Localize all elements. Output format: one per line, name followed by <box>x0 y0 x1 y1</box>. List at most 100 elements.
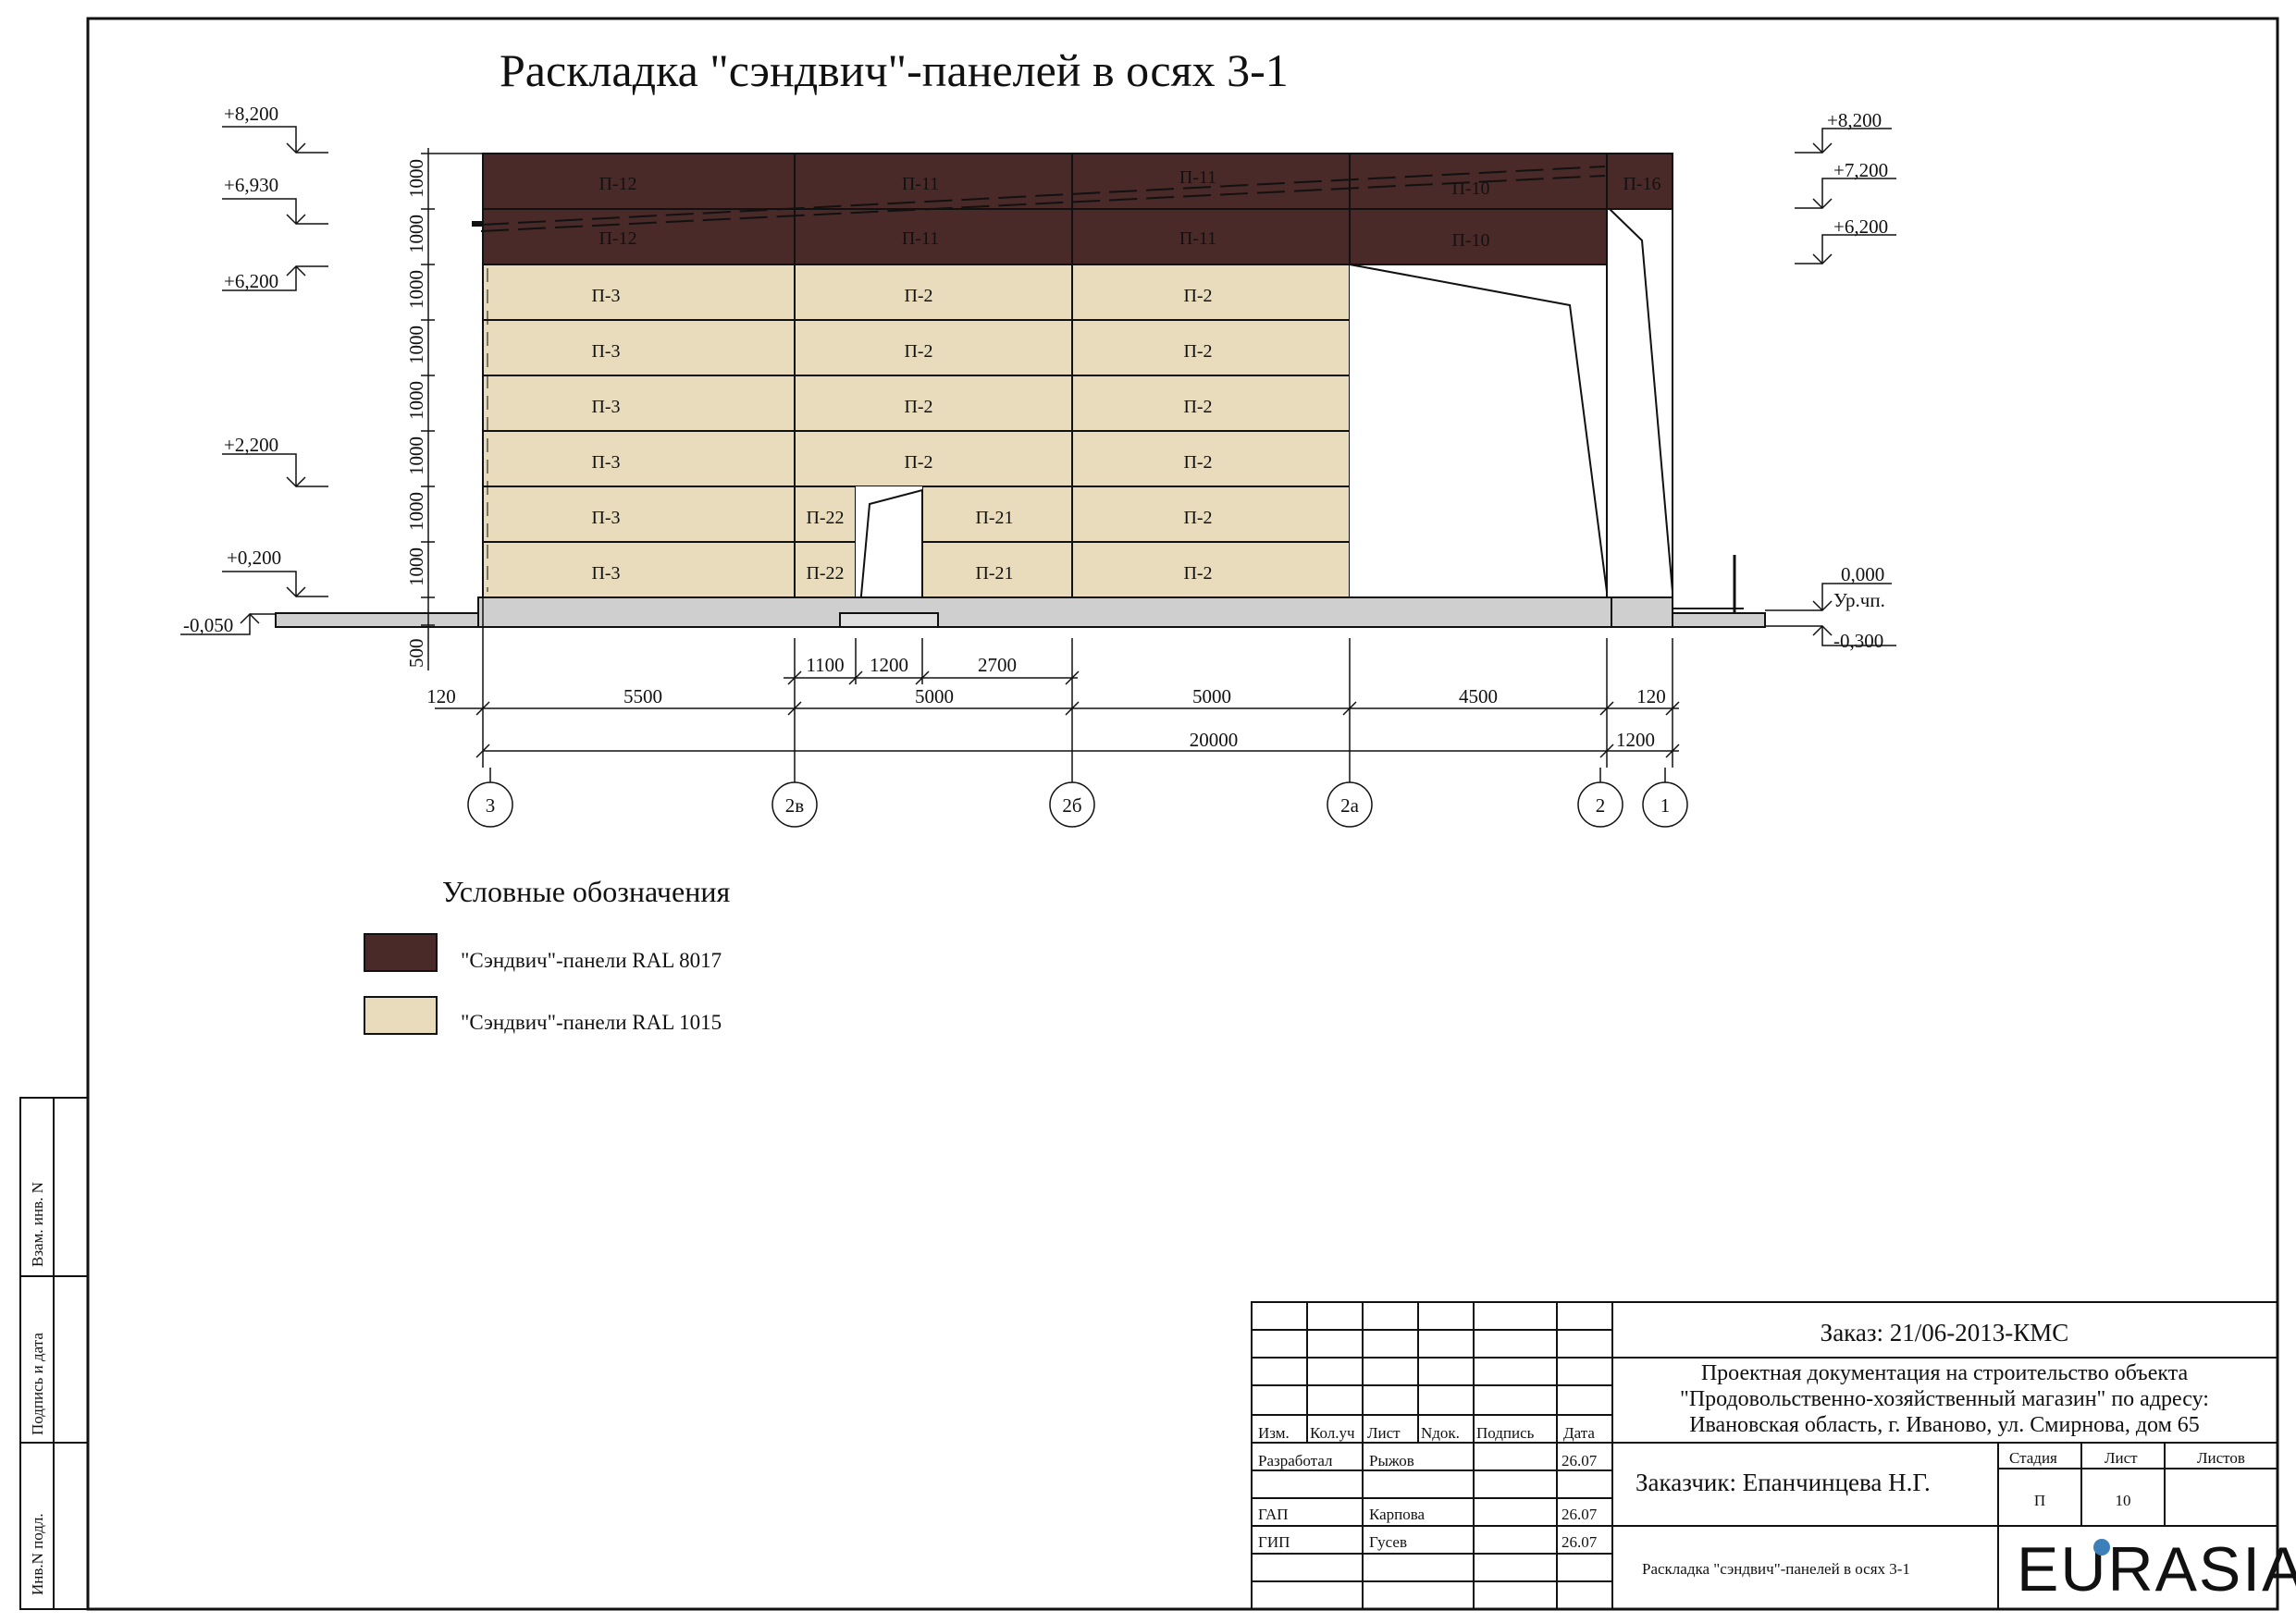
svg-text:Проектная документация на стро: Проектная документация на строительство … <box>1701 1361 2189 1385</box>
svg-text:1000: 1000 <box>405 326 427 364</box>
svg-text:П-22: П-22 <box>806 563 844 584</box>
svg-text:П-16: П-16 <box>1623 174 1660 194</box>
svg-text:Стадия: Стадия <box>2009 1449 2057 1467</box>
svg-text:3: 3 <box>486 794 496 817</box>
svg-text:П-21: П-21 <box>975 563 1013 584</box>
svg-text:Лист: Лист <box>1367 1424 1401 1442</box>
panel-p22-r1 <box>794 541 857 598</box>
svg-text:Гусев: Гусев <box>1369 1533 1407 1551</box>
svg-text:+6,200: +6,200 <box>224 270 278 292</box>
panel-p2-r4-b <box>1071 375 1351 432</box>
svg-text:П-22: П-22 <box>806 508 844 528</box>
panel-p3-r1 <box>482 541 796 598</box>
svg-text:1000: 1000 <box>405 270 427 309</box>
svg-text:2: 2 <box>1596 794 1606 817</box>
svg-text:П-3: П-3 <box>591 508 620 528</box>
svg-text:1000: 1000 <box>405 492 427 531</box>
axis-3 <box>467 781 513 828</box>
svg-text:П-21: П-21 <box>975 508 1013 528</box>
axis-2v <box>772 781 818 828</box>
level-marks-right <box>1765 128 1896 646</box>
svg-text:П-3: П-3 <box>591 341 620 362</box>
svg-text:П-10: П-10 <box>1451 178 1489 199</box>
title-block <box>1251 1301 2278 1610</box>
panel-p16 <box>1606 153 1673 210</box>
svg-text:П-3: П-3 <box>591 563 620 584</box>
level-marks-left <box>180 126 328 635</box>
svg-text:+6,930: +6,930 <box>224 174 278 196</box>
drawing-title: Раскладка "сэндвич"-панелей в осях 3-1 <box>500 44 1289 96</box>
svg-text:Подпись и дата: Подпись и дата <box>29 1333 46 1435</box>
svg-text:Разработал: Разработал <box>1258 1452 1333 1469</box>
order-number: Заказ: 21/06-2013-КМС <box>1821 1319 2069 1346</box>
svg-text:-0,300: -0,300 <box>1833 630 1883 652</box>
axis-2 <box>1577 781 1623 828</box>
svg-text:Взам. инв. N: Взам. инв. N <box>29 1182 46 1267</box>
svg-text:Карпова: Карпова <box>1369 1506 1426 1523</box>
svg-text:Nдок.: Nдок. <box>1421 1424 1460 1442</box>
svg-text:+0,200: +0,200 <box>227 547 281 569</box>
panel-labels: П-12 П-11 П-11 П-10 П-16 П-12 П-11 П-11 … <box>591 167 1660 584</box>
svg-text:-0,050: -0,050 <box>183 614 233 636</box>
svg-text:П-2: П-2 <box>1183 563 1212 584</box>
level-labels-left: +8,200 +6,930 +6,200 +2,200 +0,200 -0,05… <box>183 103 281 636</box>
svg-text:2б: 2б <box>1062 794 1081 817</box>
svg-text:П-12: П-12 <box>599 228 636 249</box>
svg-text:ГИП: ГИП <box>1258 1533 1290 1551</box>
svg-text:Кол.уч: Кол.уч <box>1310 1424 1355 1442</box>
svg-text:2а: 2а <box>1340 794 1360 817</box>
axis-labels: 3 2в 2б 2а 2 1 <box>486 794 1671 817</box>
svg-text:2в: 2в <box>785 794 805 817</box>
svg-text:1200: 1200 <box>1616 729 1655 751</box>
svg-text:1100: 1100 <box>806 654 844 676</box>
svg-text:+7,200: +7,200 <box>1833 159 1888 181</box>
svg-text:П-11: П-11 <box>902 174 939 194</box>
svg-text:1000: 1000 <box>405 436 427 475</box>
svg-text:П-3: П-3 <box>591 397 620 417</box>
title-block-text: Заказ: 21/06-2013-КМС Проектная документ… <box>1258 1319 2296 1605</box>
panel-p2-r6-b <box>1071 264 1351 321</box>
svg-text:1000: 1000 <box>405 215 427 253</box>
svg-text:Подпись: Подпись <box>1476 1424 1535 1442</box>
svg-text:+6,200: +6,200 <box>1833 215 1888 238</box>
svg-text:5500: 5500 <box>623 685 662 707</box>
sheet-frame <box>86 17 2279 1611</box>
panel-p3-r3 <box>482 430 796 487</box>
svg-text:П-10: П-10 <box>1451 230 1489 251</box>
panel-p2-r3-b <box>1071 430 1351 487</box>
svg-text:4500: 4500 <box>1459 685 1498 707</box>
svg-text:120: 120 <box>426 685 456 707</box>
panel-p21-r1 <box>921 541 1073 598</box>
panel-p3-r6 <box>482 264 796 321</box>
svg-text:ГАП: ГАП <box>1258 1506 1289 1523</box>
legend-item-dark: "Сэндвич"-панели RAL 8017 <box>461 949 722 972</box>
svg-text:Изм.: Изм. <box>1258 1424 1290 1442</box>
svg-text:26.07: 26.07 <box>1562 1506 1598 1523</box>
legend-swatch-dark <box>364 933 438 972</box>
svg-text:П-11: П-11 <box>1179 167 1216 188</box>
customer: Заказчик: Епанчинцева Н.Г. <box>1636 1469 1931 1496</box>
panel-p2-r4-a <box>794 375 1073 432</box>
svg-text:1000: 1000 <box>405 159 427 198</box>
panel-layout <box>472 153 1673 608</box>
svg-text:П-11: П-11 <box>902 228 939 249</box>
legend: Условные обозначения "Сэндвич"-панели RA… <box>364 875 730 1035</box>
legend-item-light: "Сэндвич"-панели RAL 1015 <box>461 1011 722 1034</box>
panel-p2-r5-a <box>794 319 1073 376</box>
vertical-dimensions <box>421 148 486 670</box>
svg-text:5000: 5000 <box>915 685 954 707</box>
side-stamp <box>19 1097 89 1610</box>
panel-p3-r5 <box>482 319 796 376</box>
door-opening <box>858 488 923 608</box>
panel-p11-second-b <box>1071 208 1351 265</box>
panel-p21-r2 <box>921 486 1073 543</box>
side-stamp-labels: Взам. инв. N Подпись и дата Инв.N подл. <box>29 1182 46 1595</box>
svg-text:П-11: П-11 <box>1179 228 1216 249</box>
legend-swatch-light <box>364 996 438 1035</box>
svg-text:Рыжов: Рыжов <box>1369 1452 1414 1469</box>
level-labels-right: +8,200 +7,200 +6,200 0,000 Ур.чп. -0,300 <box>1827 109 1888 652</box>
svg-text:500: 500 <box>405 639 427 669</box>
stage-value: П <box>2034 1492 2045 1509</box>
panel-p2-r2 <box>1071 486 1351 543</box>
